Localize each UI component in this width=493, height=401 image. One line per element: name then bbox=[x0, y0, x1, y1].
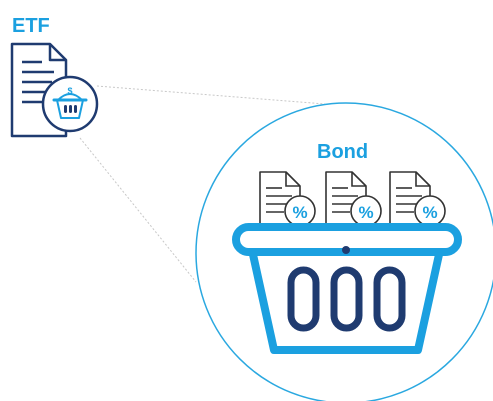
dollar-symbol: $ bbox=[67, 86, 72, 96]
connector-line-top bbox=[96, 85, 326, 105]
bond-label: Bond bbox=[317, 141, 368, 163]
connector-line-bottom bbox=[79, 137, 197, 283]
percent-symbol-2: % bbox=[358, 203, 373, 222]
etf-label: ETF bbox=[12, 15, 50, 37]
etf-basket-icon bbox=[41, 75, 99, 133]
percent-symbol-1: % bbox=[292, 203, 307, 222]
percent-symbol-3: % bbox=[422, 203, 437, 222]
big-basket-icon bbox=[232, 223, 462, 354]
